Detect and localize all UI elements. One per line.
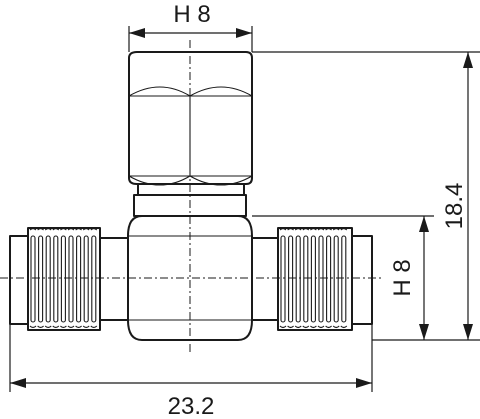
left-threaded-port — [9, 227, 129, 331]
thread-crest — [82, 325, 90, 329]
thread-crest — [317, 227, 325, 231]
thread-crest — [294, 227, 302, 231]
height-dimension: 18.4 — [252, 51, 480, 341]
thread-crest — [52, 227, 60, 231]
neck — [133, 183, 247, 217]
thread-ridge — [30, 235, 36, 323]
thread-crest — [29, 325, 37, 329]
thread-crest — [44, 325, 52, 329]
thread-ridge — [38, 235, 44, 323]
thread-crest — [52, 325, 60, 329]
width-label: 23.2 — [168, 393, 215, 419]
thread-crest — [75, 227, 82, 231]
top-hex-label: H 8 — [173, 1, 210, 28]
thread-crest — [310, 325, 317, 329]
thread-crest — [302, 227, 310, 231]
thread-crest — [310, 227, 317, 231]
thread-crest — [67, 325, 75, 329]
right-threaded-port — [251, 227, 373, 331]
thread-ridge — [341, 235, 347, 323]
thread-ridge — [53, 235, 59, 323]
thread-ridge — [310, 235, 316, 323]
thread-crest — [340, 227, 348, 231]
thread-crest — [302, 325, 310, 329]
thread-crest — [90, 227, 98, 231]
thread-crest — [67, 227, 75, 231]
thread-crest — [82, 227, 90, 231]
thread-crest — [60, 325, 67, 329]
thread-ridge — [45, 235, 51, 323]
thread-crest — [287, 325, 294, 329]
thread-ridge — [326, 235, 332, 323]
thread-ridge — [91, 235, 97, 323]
height-label: 18.4 — [441, 183, 468, 230]
thread-crest — [287, 227, 294, 231]
center-lines — [0, 40, 384, 352]
thread-crest — [75, 325, 82, 329]
thread-ridge — [68, 235, 74, 323]
thread-crest — [90, 325, 98, 329]
thread-crest — [44, 227, 52, 231]
thread-crest — [279, 227, 287, 231]
top-hex-dimension: H 8 — [128, 1, 253, 52]
thread-ridge — [318, 235, 324, 323]
side-hex-label: H 8 — [389, 259, 416, 296]
side-hex-dimension: H 8 — [252, 215, 434, 340]
thread-crest — [60, 227, 67, 231]
thread-crest — [325, 227, 332, 231]
thread-ridge — [288, 235, 294, 323]
thread-crest — [317, 325, 325, 329]
thread-crest — [29, 227, 37, 231]
thread-ridge — [76, 235, 82, 323]
thread-crest — [332, 227, 340, 231]
thread-ridge — [303, 235, 309, 323]
thread-ridge — [333, 235, 339, 323]
thread-crest — [37, 227, 44, 231]
thread-crest — [294, 325, 302, 329]
thread-ridge — [83, 235, 89, 323]
thread-crest — [279, 325, 287, 329]
thread-crest — [37, 325, 44, 329]
thread-crest — [332, 325, 340, 329]
thread-crest — [340, 325, 348, 329]
thread-ridge — [60, 235, 66, 323]
thread-ridge — [295, 235, 301, 323]
top-hex-nut — [128, 51, 253, 186]
width-dimension: 23.2 — [9, 324, 373, 419]
thread-ridge — [280, 235, 286, 323]
thread-crest — [325, 325, 332, 329]
